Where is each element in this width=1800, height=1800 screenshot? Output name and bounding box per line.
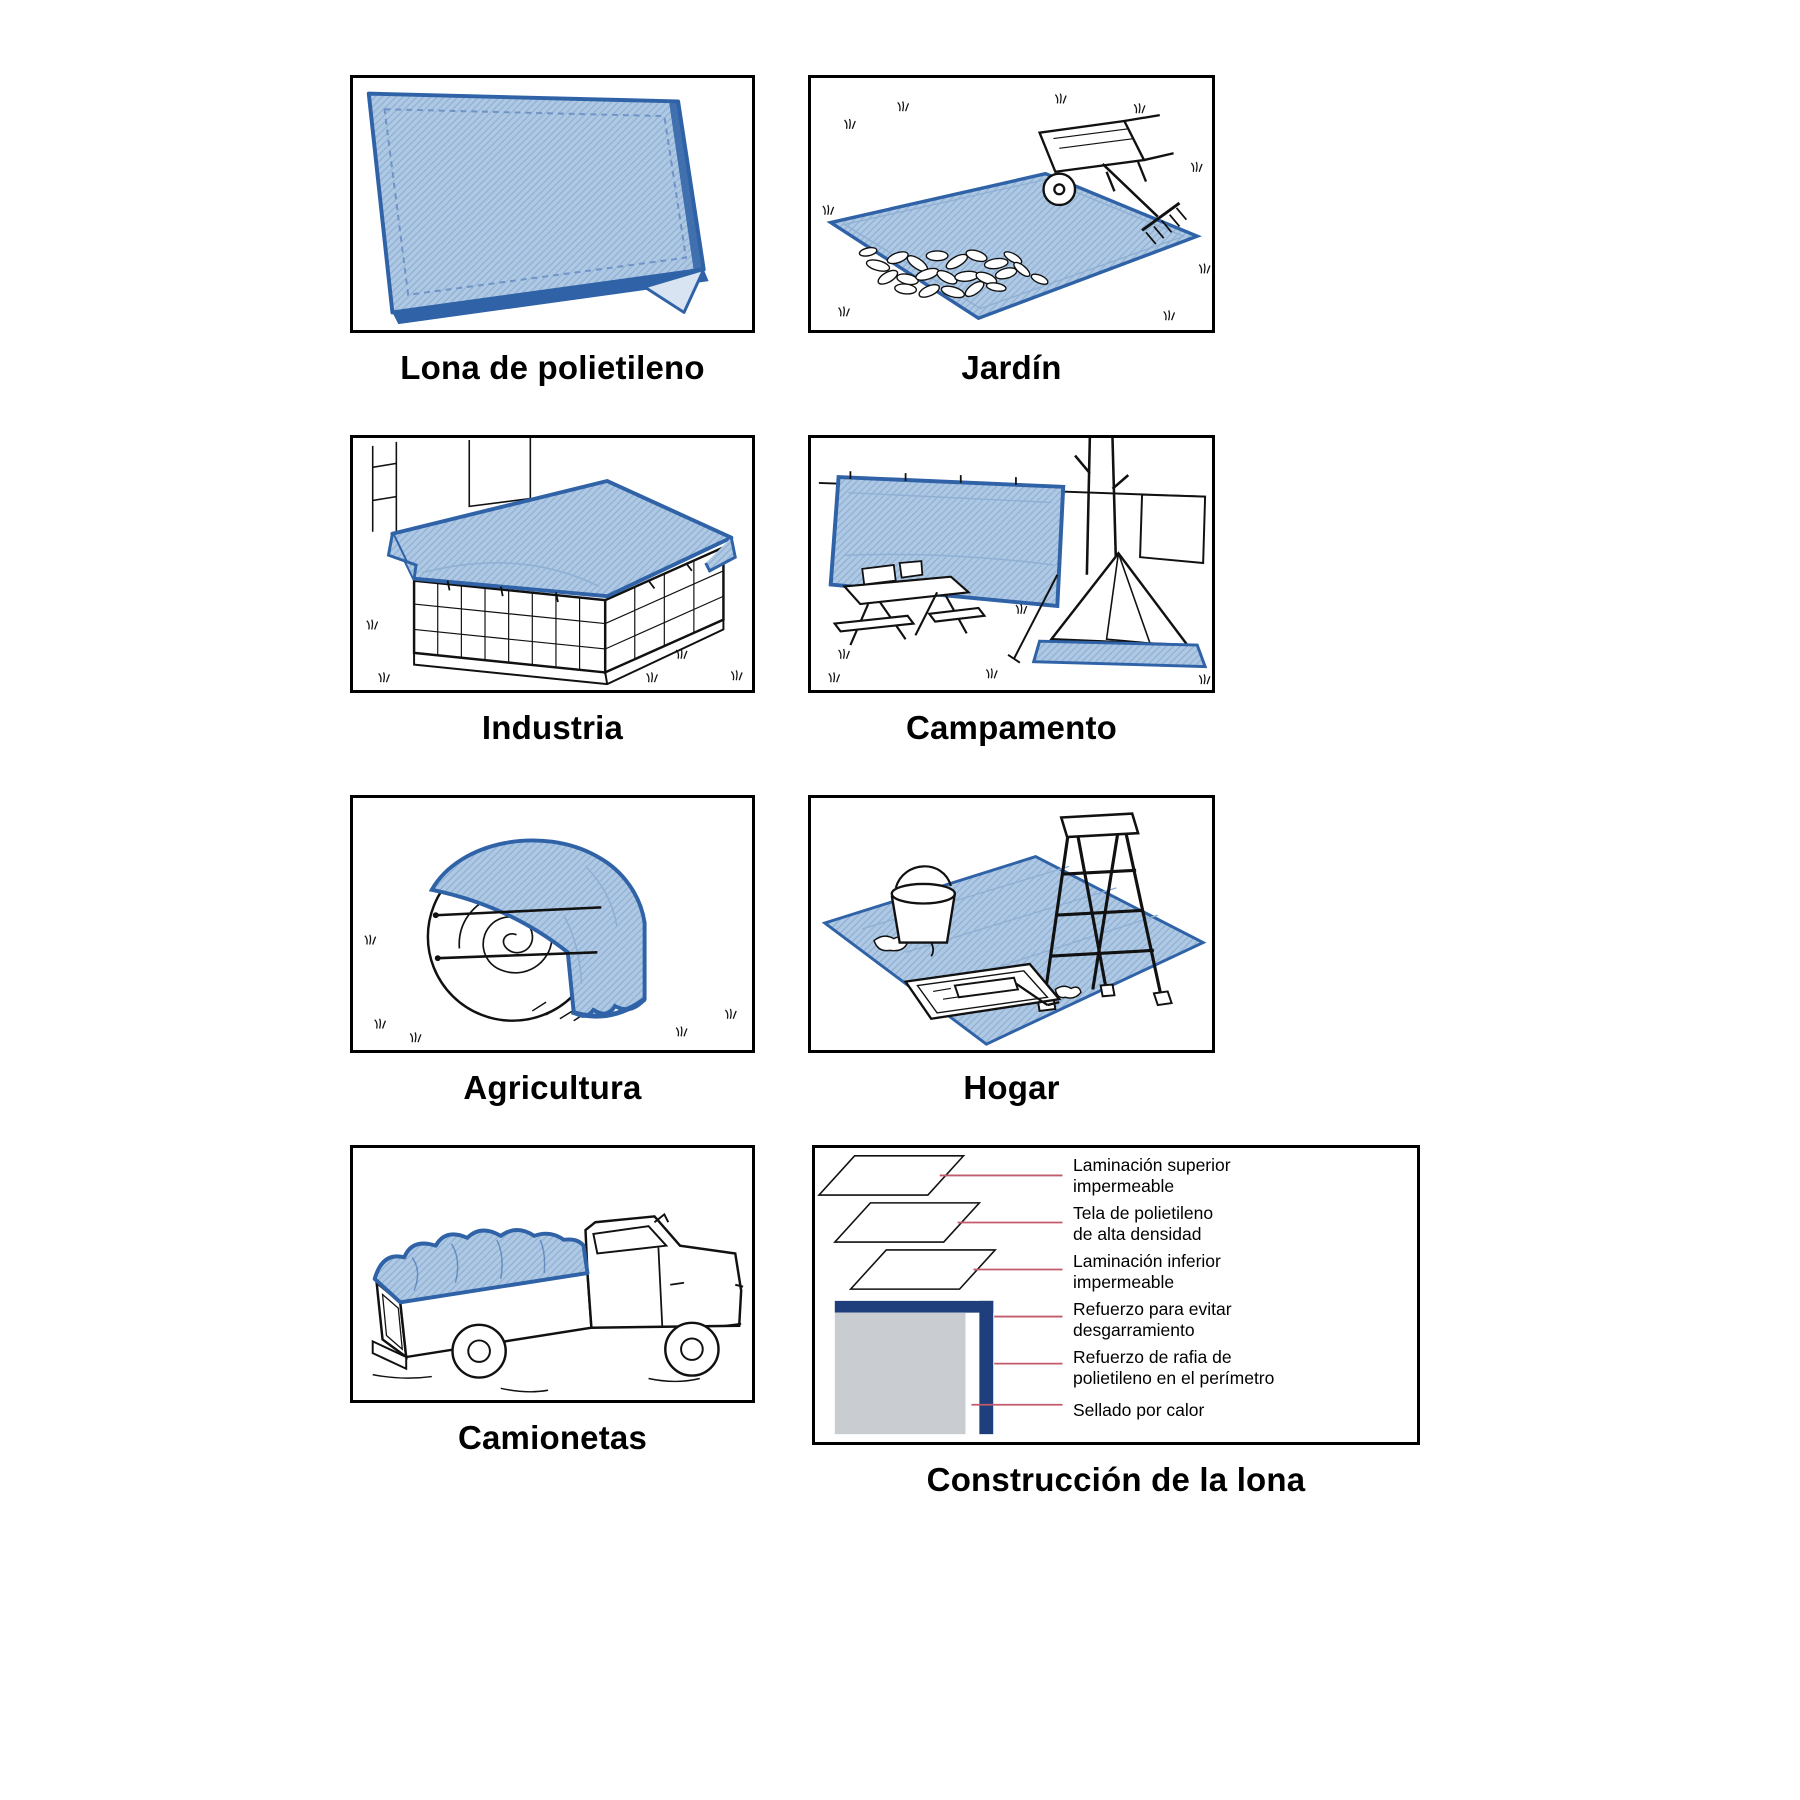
panel-industria: Industria: [350, 435, 755, 747]
agriculture-illustration: [350, 795, 755, 1053]
industry-illustration: [350, 435, 755, 693]
leader-lines: [939, 1174, 1063, 1406]
panel-camionetas: Camionetas: [350, 1145, 755, 1457]
camping-scene-drawing: [818, 438, 1211, 685]
polyethylene-tarp-drawing: [366, 91, 709, 325]
panel-caption: Jardín: [961, 349, 1062, 386]
panel-caption: Campamento: [905, 709, 1118, 746]
panel-caption: Lona de polietileno: [400, 349, 705, 386]
crate: [412, 545, 725, 686]
bed-tarp: [372, 1228, 590, 1305]
home-illustration: [808, 795, 1215, 1053]
tarp-layer-diagram: [817, 1155, 1063, 1435]
top-lamination-sheet: [817, 1155, 966, 1196]
camping-illustration: [808, 435, 1215, 693]
panel-jardin: Jardín: [808, 75, 1215, 387]
paint-tray: [903, 962, 1062, 1021]
perimeter-band: [979, 1300, 994, 1435]
tarp-illustration: [350, 75, 755, 333]
garden-illustration: [808, 75, 1215, 333]
panel-campamento: Campamento: [808, 435, 1215, 747]
panel-caption: Camionetas: [457, 1419, 648, 1456]
hay-bale-drawing: [364, 838, 737, 1043]
cover-tarp: [386, 479, 737, 603]
tent: [1031, 551, 1208, 669]
leaf-pile: [858, 246, 1049, 299]
hanging-tarp: [828, 471, 1066, 664]
tarp-body-swatch: [834, 1312, 966, 1435]
bale-tarp: [428, 838, 647, 1019]
fabric-sheet: [833, 1202, 982, 1243]
bottom-lamination-sheet: [848, 1249, 997, 1290]
panel-lona: Lona de polietileno: [350, 75, 755, 387]
folded-corner: [643, 267, 706, 314]
pickup-truck-drawing: [371, 1212, 744, 1393]
straps: [435, 906, 602, 960]
panel-construccion: Laminación superior impermeable Tela de …: [812, 1145, 1420, 1499]
picnic-table: [832, 560, 987, 646]
rake: [1101, 163, 1188, 245]
panel-caption: Agricultura: [463, 1069, 642, 1106]
panel-agricultura: Agricultura: [350, 795, 755, 1107]
paint-bucket: [890, 865, 957, 957]
stepladder: [1041, 825, 1164, 1006]
panel-caption: Hogar: [963, 1069, 1060, 1106]
wheelbarrow: [1037, 113, 1174, 207]
tree-trunk: [1074, 438, 1130, 581]
panel-caption: Construcción de la lona: [926, 1461, 1306, 1498]
construction-diagram: Laminación superior impermeable Tela de …: [812, 1145, 1420, 1445]
panel-caption: Industria: [481, 709, 624, 746]
garden-scene-drawing: [822, 92, 1211, 321]
industry-scene-drawing: [366, 438, 743, 686]
drop-cloth-drawing: [821, 812, 1207, 1046]
panel-hogar: Hogar: [808, 795, 1215, 1107]
top-edge-band: [834, 1300, 994, 1313]
truck-illustration: [350, 1145, 755, 1403]
